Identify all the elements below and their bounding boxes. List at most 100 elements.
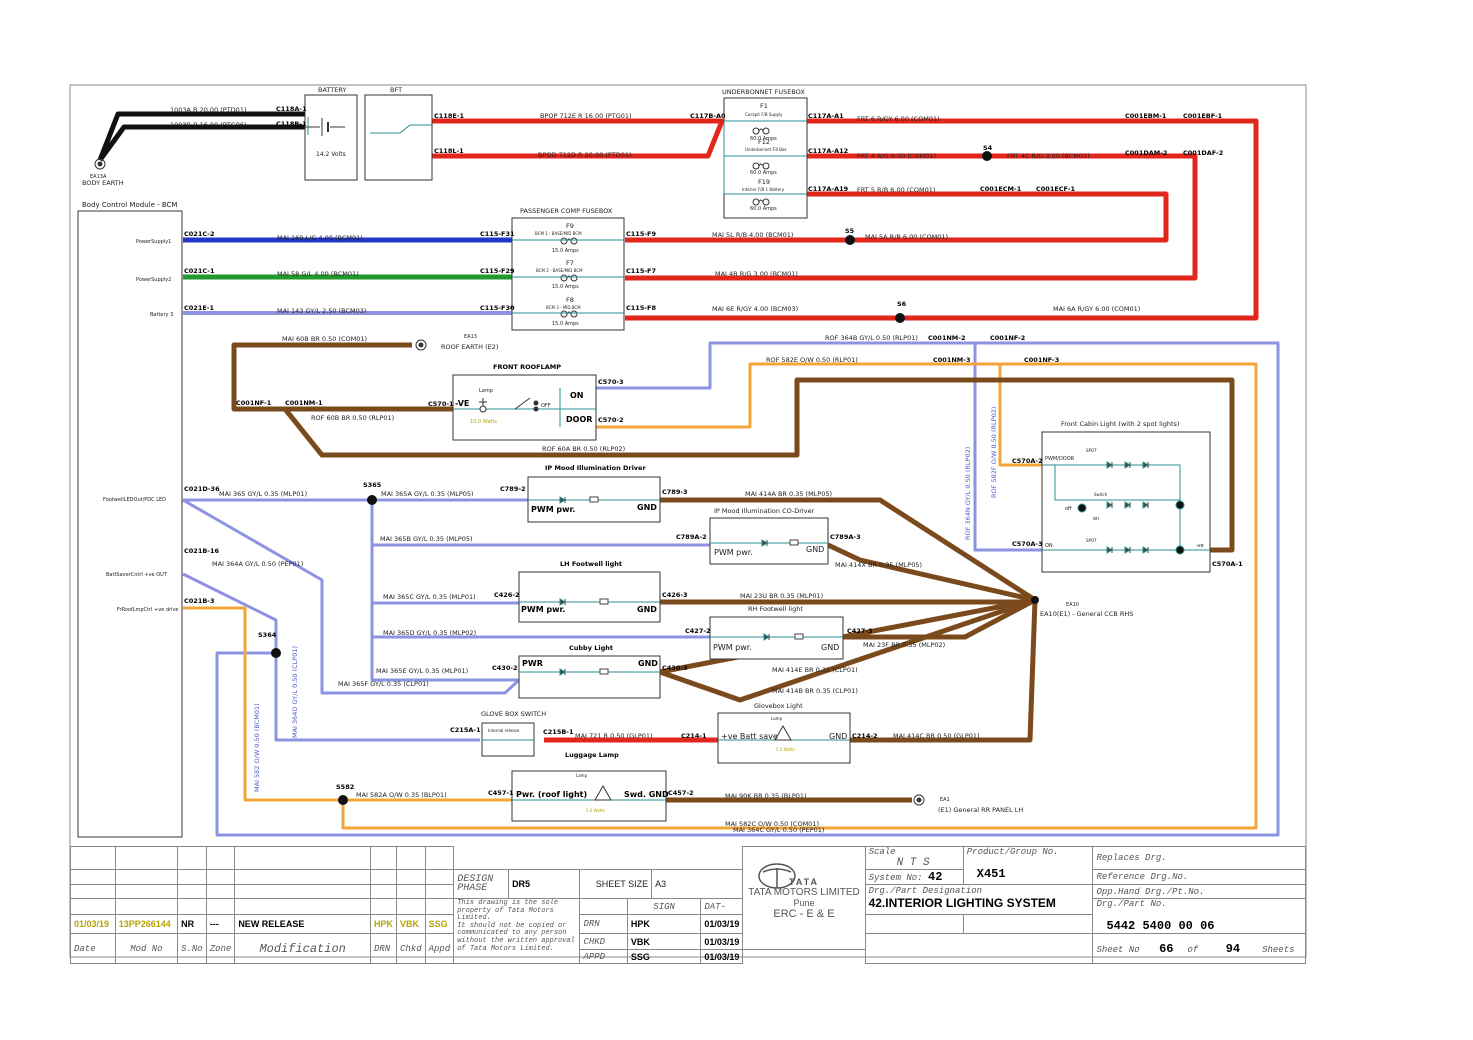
w582c: MAI 582C O/W 0.50 (COM01) bbox=[725, 820, 819, 828]
bcm-battsaver: BattSaverCntrl +ve OUT bbox=[106, 572, 168, 578]
f19d: Interior F/B 1 Battery bbox=[742, 187, 785, 192]
c118a1: C118A-1 bbox=[276, 105, 307, 113]
scale-label: Scale bbox=[868, 847, 896, 858]
rooflamp-lamp: Lamp bbox=[479, 388, 493, 394]
w90k: MAI 90K BR 0.35 (BLP01) bbox=[725, 792, 807, 800]
h-appd: Appd bbox=[424, 933, 455, 964]
rooflamp-on: ON bbox=[570, 391, 584, 400]
f1a: 60.0 Amps bbox=[750, 136, 777, 142]
c001nf3: C001NF-3 bbox=[1024, 356, 1059, 364]
glove-batt: +ve Batt save bbox=[721, 732, 778, 741]
company-name: TATA MOTORS LIMITED bbox=[748, 887, 860, 898]
w60b: MAI 60B BR 0.50 (COM01) bbox=[282, 335, 367, 343]
phase-value: DR5 bbox=[508, 869, 581, 899]
bcm-ps1: PowerSupply1 bbox=[136, 239, 171, 245]
fcl-on: on bbox=[1093, 516, 1099, 522]
w365f: MAI 365F GY/L 0.35 (CLP01) bbox=[338, 680, 429, 688]
c001ecm: C001ECM-1 bbox=[980, 185, 1022, 193]
cubby-pwr: PWR bbox=[522, 659, 543, 668]
c001ebf: C001EBF-1 bbox=[1183, 112, 1223, 120]
ground-symbol-icon bbox=[94, 158, 925, 806]
f9a: 15.0 Amps bbox=[552, 248, 579, 254]
c789a3: C789A-3 bbox=[830, 533, 861, 541]
w365b: MAI 365B GY/L 0.35 (MLP05) bbox=[380, 535, 473, 543]
rhf-pwm: PWM pwr. bbox=[713, 643, 752, 652]
c021c1: C021C-1 bbox=[184, 267, 215, 275]
opphand-label: Opp.Hand Drg./Pt.No. bbox=[1092, 884, 1306, 899]
fcl-spot-1: SPOT bbox=[1086, 448, 1097, 453]
partno-label: Drg./Part No. bbox=[1096, 899, 1167, 910]
ipcd-pwm: PWM pwr. bbox=[714, 548, 753, 557]
c570-1: C570-1 bbox=[428, 400, 454, 408]
f12a: 60.0 Amps bbox=[750, 170, 777, 176]
c118e1: C118E-1 bbox=[434, 112, 464, 120]
c117b: C117B-A0 bbox=[690, 112, 726, 120]
s6: S6 bbox=[897, 300, 907, 308]
c570-2: C570-2 bbox=[598, 416, 624, 424]
appd-sign: SSG bbox=[626, 949, 702, 964]
roof-earth: ROOF EARTH (E2) bbox=[441, 343, 498, 351]
c570-3: C570-3 bbox=[598, 378, 624, 386]
c001ebm: C001EBM-1 bbox=[1125, 112, 1167, 120]
drn-label: DRN bbox=[579, 914, 628, 934]
h-modno: Mod No bbox=[114, 933, 179, 964]
pcfb-title: PASSENGER COMP FUSEBOX bbox=[520, 207, 613, 215]
c001dam: C001DAM-2 bbox=[1125, 149, 1167, 157]
glove-internal: Internal release bbox=[488, 728, 520, 733]
w365e: MAI 365E GY/L 0.35 (MLP01) bbox=[376, 667, 468, 675]
c570a1: C570A-1 bbox=[1212, 560, 1243, 568]
w365: MAI 365 GY/L 0.35 (MLP01) bbox=[219, 490, 307, 498]
w6: FRT 6 R/GY 6.00 (COM01) bbox=[857, 115, 940, 123]
c001nf1: C001NF-1 bbox=[236, 399, 272, 407]
product-value: X451 bbox=[976, 867, 1006, 881]
glove-gnd: GND bbox=[829, 732, 847, 741]
fcl-on2: ON bbox=[1045, 543, 1053, 549]
w712d: BPOD 712D R 20.00 (PTD01) bbox=[538, 151, 632, 159]
appd-date: 01/03/19 bbox=[700, 949, 744, 964]
dat-label: DAT- bbox=[700, 897, 744, 916]
drg-value: 42.INTERIOR LIGHTING SYSTEM bbox=[868, 896, 1056, 910]
appd-label: APPD bbox=[579, 949, 628, 964]
fcl-neg: -ve bbox=[1196, 543, 1204, 549]
c457-2: C457-2 bbox=[668, 789, 694, 797]
w414e: MAI 414E BR 0.35 (CLP01) bbox=[772, 666, 858, 674]
f7a: 15.0 Amps bbox=[552, 284, 579, 290]
glove-watts: 5.0 Watts bbox=[776, 747, 795, 752]
bcm-ps2: PowerSupply2 bbox=[136, 277, 171, 283]
f7d: BCM 2 - BASE/MID BCM bbox=[536, 268, 583, 273]
scale-value: N T S bbox=[896, 857, 930, 869]
company-city: Pune bbox=[793, 898, 815, 908]
c789a2: C789A-2 bbox=[676, 533, 707, 541]
rev-modno: 13PP266144 bbox=[114, 914, 179, 934]
c214-1: C214-1 bbox=[681, 732, 707, 740]
w6a: MAI 6A R/GY 6.00 (COM01) bbox=[1053, 305, 1140, 313]
lug-watts: 5.0 Watts bbox=[586, 808, 605, 813]
lhf-pwm: PWM pwr. bbox=[521, 605, 565, 614]
w23f: MAI 23F BR 0.35 (MLP02) bbox=[863, 641, 945, 649]
sheets-label: Sheets bbox=[1262, 944, 1295, 955]
f7: F7 bbox=[566, 259, 574, 267]
c215b1: C215B-1 bbox=[543, 728, 574, 736]
f19a: 60.0 Amps bbox=[750, 206, 777, 212]
c117a12: C117A-A12 bbox=[808, 147, 848, 155]
c426-3: C426-3 bbox=[662, 591, 688, 599]
phase-label: PHASE bbox=[457, 883, 488, 894]
ea10: EA10 bbox=[1066, 602, 1079, 608]
rev-mod: NEW RELEASE bbox=[234, 914, 371, 934]
rev-appd: SSG bbox=[424, 914, 455, 934]
w4b: MAI 4B R/G 3.00 (BCM01) bbox=[715, 270, 798, 278]
rev-date: 01/03/19 bbox=[70, 914, 116, 934]
partno-value: 5442 5400 00 06 bbox=[1106, 919, 1215, 933]
fcl-title: Front Cabin Light (with 2 spot lights) bbox=[1061, 420, 1179, 428]
switch-icon bbox=[514, 388, 561, 427]
bcm-bat3: Battery 3 bbox=[150, 312, 173, 318]
c021d36: C021D-36 bbox=[184, 485, 220, 493]
rooflamp-off: OFF bbox=[541, 403, 551, 409]
tata-logo-text: TATA bbox=[788, 877, 819, 887]
c001nm1: C001NM-1 bbox=[285, 399, 323, 407]
w60bb: ROF 60B BR 0.50 (RLP01) bbox=[311, 414, 394, 422]
sysno-value: 42 bbox=[928, 870, 943, 884]
v582b: MAI 582 O/W 0.50 (BCM01) bbox=[253, 703, 261, 792]
ea1: EA1 bbox=[940, 797, 950, 803]
legal-6: without the written approval bbox=[457, 936, 575, 945]
